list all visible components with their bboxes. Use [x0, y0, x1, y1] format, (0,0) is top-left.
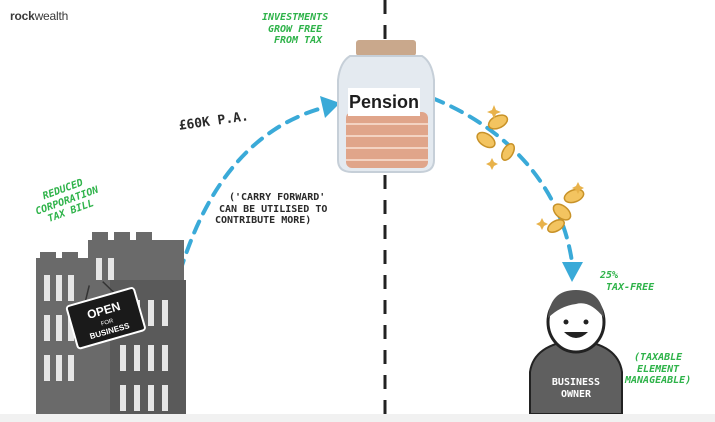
brand-logo: rockwealth: [10, 9, 69, 23]
withdrawal-arrowhead: [562, 262, 583, 282]
jar-label: Pension: [348, 92, 419, 112]
floating-coins: [476, 114, 585, 233]
contribution-arrowhead: [320, 96, 340, 118]
contribution-arrow: [178, 104, 332, 274]
sign-middle-text: FOR: [100, 318, 114, 327]
open-for-business-sign: OPEN FOR BUSINESS: [65, 281, 146, 350]
sparkle-icons: [486, 105, 584, 230]
business-owner-figure: [529, 290, 623, 415]
business-owner-label: BUSINESS OWNER: [551, 377, 601, 400]
taxable-note: (taxable element manageable): [625, 352, 692, 386]
jar-lid: [356, 40, 416, 56]
pension-jar: [337, 40, 435, 173]
coin-stack: [346, 112, 428, 168]
jar-label-bg: [348, 88, 420, 116]
carry-forward-note: ('carry forward' can be utilised to cont…: [215, 192, 328, 226]
withdrawal-arrow: [430, 96, 574, 264]
bottom-strip: [0, 414, 715, 422]
investments-note: Investments grow free from tax: [262, 12, 329, 46]
tax-free-note: 25% tax-free: [600, 270, 655, 293]
